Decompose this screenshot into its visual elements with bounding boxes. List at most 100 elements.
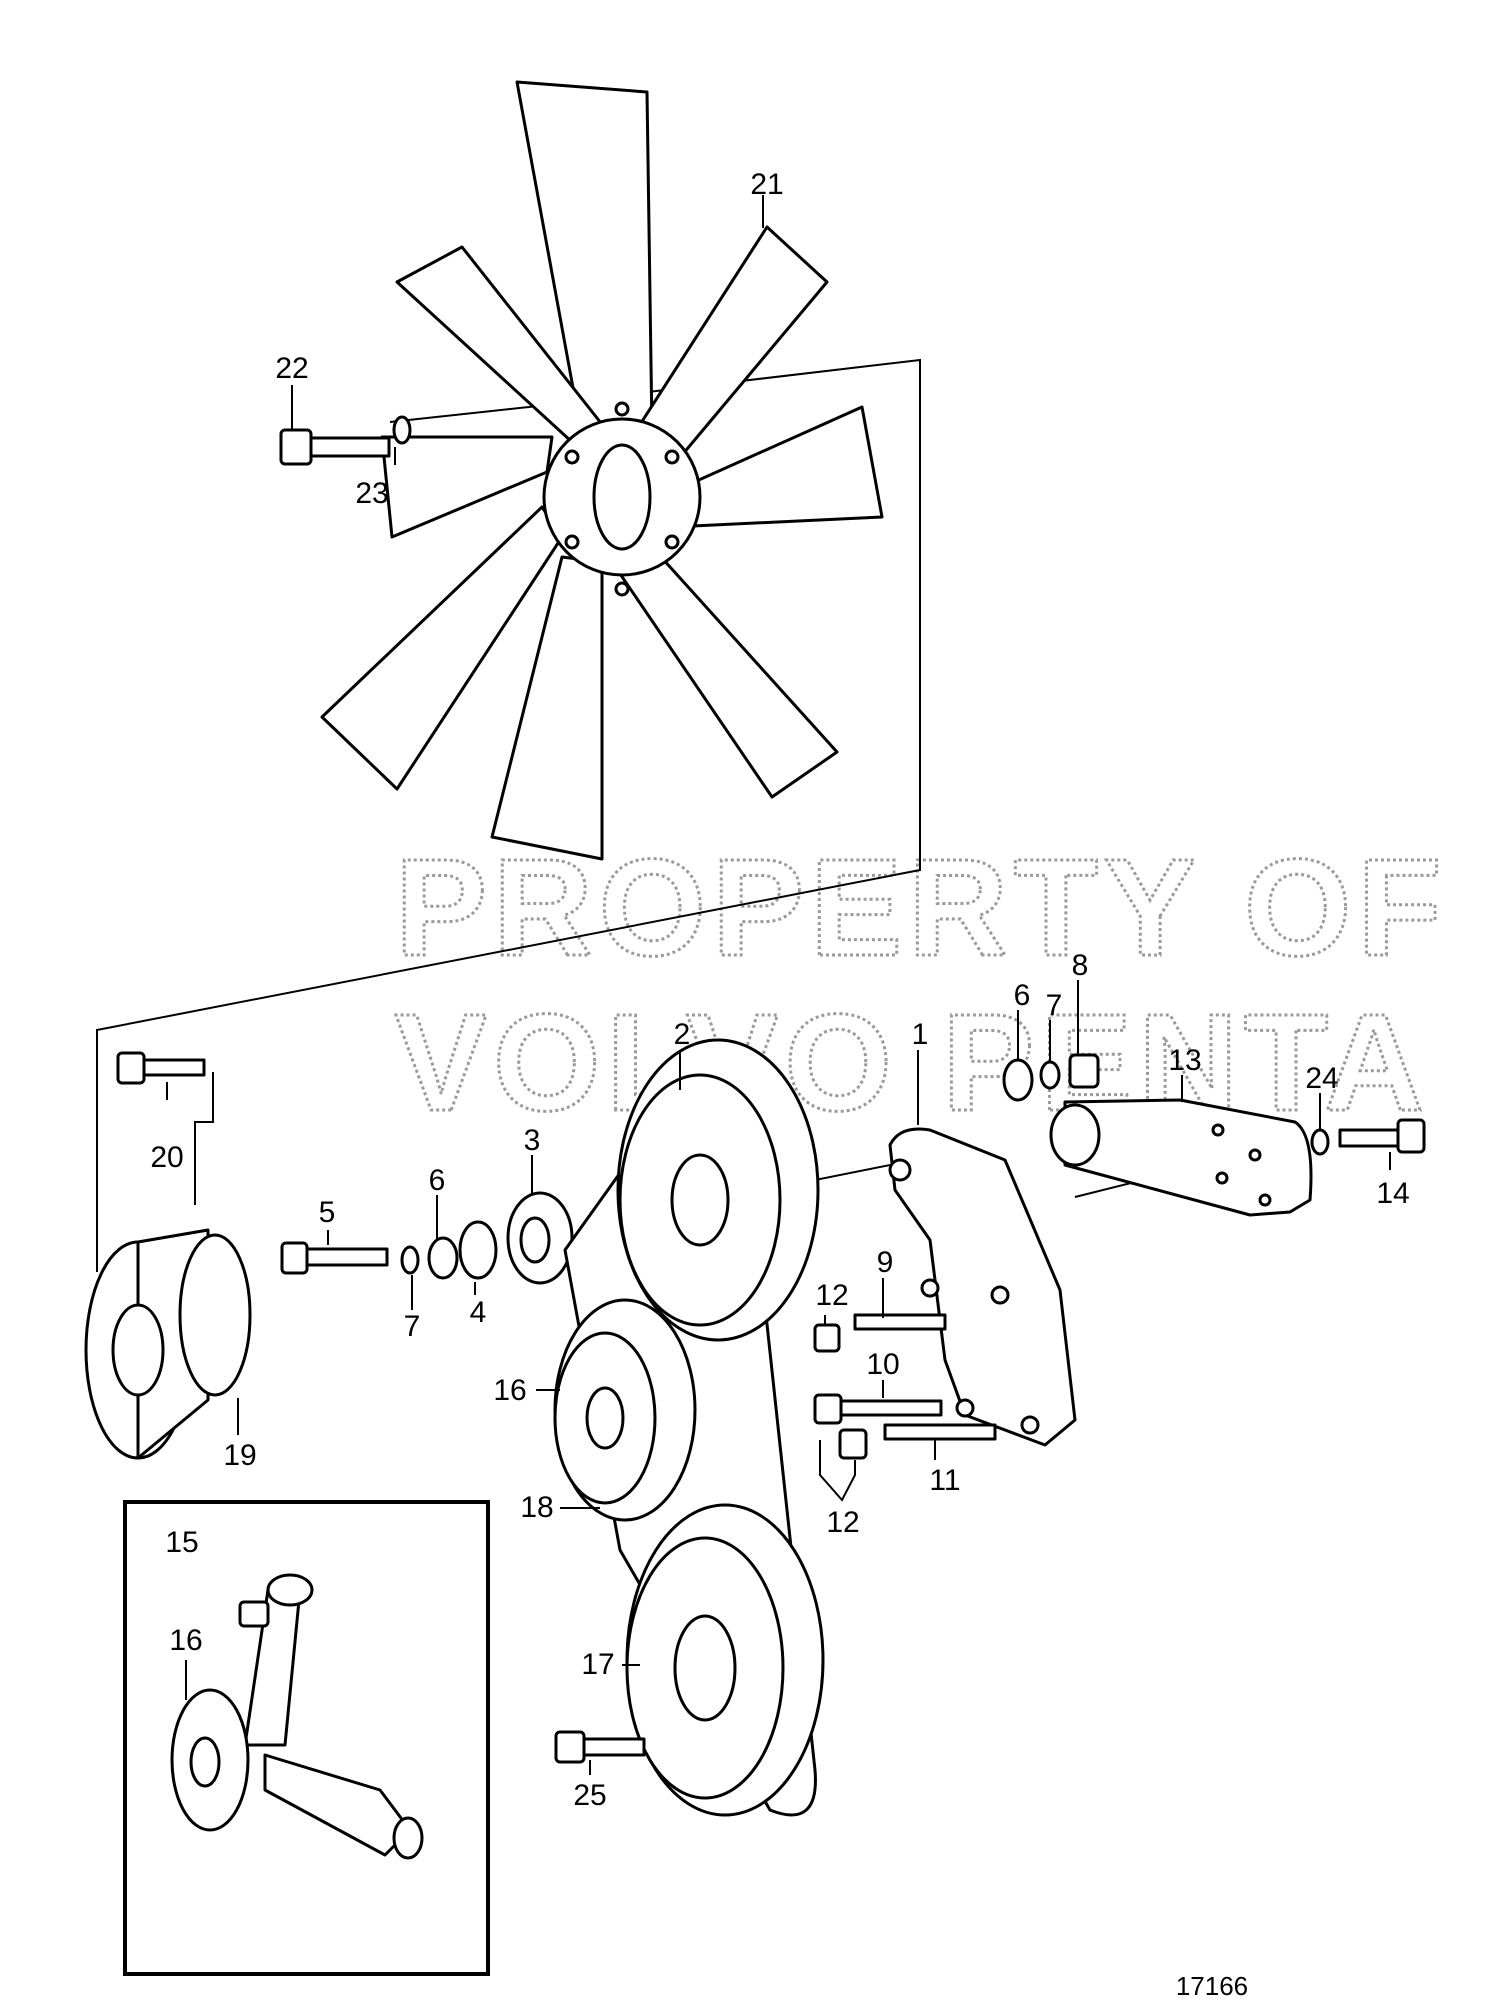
plate-boss <box>1049 1103 1101 1167</box>
callout-12-upper: 12 <box>815 1279 848 1312</box>
plate-bolt <box>1338 1118 1426 1154</box>
bearing <box>506 1191 574 1285</box>
callout-8: 8 <box>1072 949 1089 982</box>
fan-bolt-hole <box>564 534 580 550</box>
callout-22: 22 <box>275 352 308 385</box>
plate-hole <box>1248 1148 1262 1162</box>
idler-pulley <box>553 1298 697 1522</box>
fan-bolt-hole <box>664 449 680 465</box>
leader-line <box>819 1440 856 1502</box>
threaded-rod <box>883 1423 997 1441</box>
callout-10: 10 <box>866 1348 899 1381</box>
tensioner-pulley-hub <box>189 1736 221 1788</box>
bolt-head <box>280 1241 309 1275</box>
retaining-ring <box>458 1220 498 1280</box>
adjuster-bolt <box>813 1393 943 1425</box>
hub-rear-flange <box>178 1233 252 1397</box>
bracket-hole <box>990 1285 1010 1305</box>
bolt-shank <box>305 1247 389 1267</box>
tensioner-assembly <box>170 1573 424 1860</box>
callouts: 21 22 23 2 1 3 6 5 7 4 20 19 6 7 8 13 24… <box>150 168 1409 1812</box>
lock-washer <box>400 1245 420 1275</box>
callout-11: 11 <box>929 1464 960 1497</box>
pulley-bolt <box>554 1730 646 1764</box>
inset-label-16: 16 <box>169 1624 202 1657</box>
callout-23: 23 <box>355 477 388 510</box>
fan-hub-alignment-line <box>96 358 921 1272</box>
callout-7-lower: 7 <box>404 1310 421 1343</box>
spacer <box>1068 1053 1100 1089</box>
callout-5: 5 <box>319 1196 336 1229</box>
leader-lines <box>166 195 1391 1775</box>
crankshaft-pulley <box>625 1503 825 1817</box>
bolt-head <box>813 1393 843 1425</box>
support-plate <box>1049 1098 1313 1217</box>
plate-hole <box>1258 1193 1272 1207</box>
bolt-shank <box>142 1058 206 1077</box>
bolt-shank <box>839 1399 943 1417</box>
hub-bolt-alignment-line <box>194 1072 214 1205</box>
plate-hole <box>1215 1171 1229 1185</box>
plate-washer <box>1310 1128 1330 1156</box>
upper-nut <box>813 1323 841 1353</box>
plate-hole <box>1211 1123 1225 1137</box>
callout-3: 3 <box>524 1124 541 1157</box>
callout-9: 9 <box>877 1246 894 1279</box>
callout-13: 13 <box>1168 1044 1201 1077</box>
fan-hub <box>84 1228 252 1460</box>
inset-box: 15 16 <box>123 1500 490 1976</box>
crank-hub <box>673 1614 737 1722</box>
idler-bore <box>585 1386 625 1450</box>
callout-6-upper: 6 <box>1014 979 1031 1012</box>
tensioner-bolt <box>280 1241 389 1275</box>
fan-washer <box>392 415 412 445</box>
bracket-hole <box>888 1158 912 1182</box>
callout-24: 24 <box>1305 1062 1338 1095</box>
callout-19: 19 <box>223 1439 256 1472</box>
bolt-head <box>116 1051 146 1085</box>
hub-bolt <box>116 1051 206 1085</box>
cooling-fan <box>320 80 884 861</box>
bolt-head <box>554 1730 586 1764</box>
callout-18: 18 <box>520 1491 553 1524</box>
fan-bolt <box>279 428 391 466</box>
bolt-shank <box>582 1737 646 1757</box>
callout-6-lower: 6 <box>429 1164 446 1197</box>
lower-nut <box>838 1428 868 1460</box>
arm-bolt-head <box>238 1600 270 1628</box>
hub-bore <box>111 1303 165 1397</box>
callout-4: 4 <box>470 1296 487 1329</box>
upper-lock-washer <box>1039 1060 1061 1090</box>
plate-body <box>1063 1098 1313 1217</box>
tensioner-bracket <box>888 1127 1077 1447</box>
pulley-bore <box>670 1153 730 1247</box>
callout-16: 16 <box>493 1374 526 1407</box>
callout-21: 21 <box>750 168 783 201</box>
callout-25: 25 <box>573 1779 606 1812</box>
bracket-hole <box>1020 1415 1040 1435</box>
fan-bolt-hole <box>664 534 680 550</box>
bearing-inner <box>519 1216 551 1264</box>
fan-bolt-hole <box>614 581 630 597</box>
bolt-head <box>1396 1118 1426 1154</box>
callout-2: 2 <box>674 1018 691 1051</box>
document-number: 17166 <box>1176 1971 1248 2001</box>
bolt-shank <box>1338 1128 1402 1148</box>
bracket-hole <box>920 1278 940 1298</box>
bracket-hole <box>955 1398 975 1418</box>
callout-1: 1 <box>912 1018 929 1051</box>
fan-center-bore <box>592 443 652 551</box>
watermark: PROPERTY OF VOLVO PENTA <box>394 830 1448 1142</box>
fan-blade <box>610 545 839 799</box>
arm-pivot <box>266 1573 314 1607</box>
inset-label-15: 15 <box>165 1526 198 1559</box>
stud-bolt <box>853 1313 947 1331</box>
bracket-body <box>888 1127 1077 1447</box>
spring-end-cap <box>392 1816 424 1860</box>
watermark-line-1: PROPERTY OF <box>395 831 1448 985</box>
upper-flat-washer <box>1002 1058 1034 1102</box>
callout-14: 14 <box>1376 1177 1409 1210</box>
bolt-shank <box>309 436 391 458</box>
callout-17: 17 <box>581 1648 614 1681</box>
